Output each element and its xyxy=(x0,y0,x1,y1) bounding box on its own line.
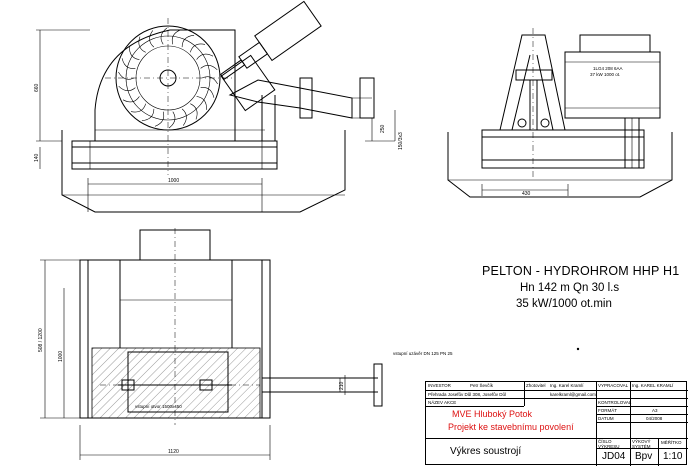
dim-430: 430 xyxy=(522,191,531,197)
heading-line-2: Hn 142 m Qn 30 l.s xyxy=(520,282,620,294)
runner-bucket xyxy=(181,35,195,48)
runner-bucket xyxy=(129,46,140,60)
runner-bucket xyxy=(122,96,140,103)
heading-line-3: 35 kW/1000 ot.min xyxy=(516,298,612,310)
date-label: DATUM xyxy=(598,416,614,421)
runner-bucket xyxy=(196,96,207,110)
side-view: 1LG4 208 6AA 37 kW 1000 ot. 430 xyxy=(447,28,673,198)
dim-150x3: 150/3x3 xyxy=(398,132,404,150)
investor-name: Petr Ševčík xyxy=(470,383,494,388)
runner-bucket xyxy=(200,65,218,71)
runner-bucket xyxy=(201,76,218,85)
runner-buckets xyxy=(118,27,218,129)
scale-value: 1:10 xyxy=(663,451,683,462)
runner-bucket xyxy=(190,103,198,120)
scale-label: MĚŘÍTKO xyxy=(661,440,682,445)
designer-name: Ing. Karel Kramlí xyxy=(550,383,584,388)
heading-line-1: PELTON - HYDROHROM HHP H1 xyxy=(482,264,680,278)
runner-bucket xyxy=(118,85,136,91)
runner-bucket xyxy=(154,111,165,127)
runner-bucket xyxy=(200,87,215,98)
runner-bucket xyxy=(171,29,182,45)
runner-bucket xyxy=(190,43,206,53)
system-label: VÝKOVÝ SYSTÉM xyxy=(632,439,651,449)
designer-email: karelkraml@gmail.com xyxy=(550,392,596,397)
checked-label: KONTROLOVAL xyxy=(598,400,632,405)
system-value: Bpv xyxy=(635,451,653,462)
runner-bucket xyxy=(168,111,176,129)
plan-view: vstupní uzávěr DN 125 PN 25 vstupní otvo… xyxy=(38,228,580,460)
format-value: A3 xyxy=(652,408,658,413)
task-label: NÁZEV AKCE xyxy=(428,400,457,405)
front-view: 660 140 1000 250 150/3x3 xyxy=(34,0,404,213)
dim-1000: 1000 xyxy=(168,178,179,184)
runner-bucket xyxy=(118,71,135,80)
format-label: FORMÁT xyxy=(598,408,617,413)
drawing-title: Výkres soustrojí xyxy=(450,446,522,457)
dim-140: 140 xyxy=(34,153,40,162)
motor-rating: 37 kW 1000 ot. xyxy=(590,72,620,77)
investor-label: INVESTOR xyxy=(428,383,451,388)
dim-660: 660 xyxy=(34,83,40,92)
drawing-heading: PELTON - HYDROHROM HHP H1 Hn 142 m Qn 30… xyxy=(482,263,682,312)
number-value: JD04 xyxy=(602,451,626,462)
runner-bucket xyxy=(160,27,168,45)
runner-bucket xyxy=(121,58,136,69)
designer-label: Zhotovitel xyxy=(526,383,546,388)
dim-210: 210 xyxy=(339,381,345,390)
dim-508-1200: 508 / 1200 xyxy=(38,328,44,352)
prepared-label: VYPRACOVAL xyxy=(598,383,629,388)
dim-1120: 1120 xyxy=(168,449,179,455)
project-subtitle: Projekt ke stavebnímu povolení xyxy=(448,422,574,432)
project-name: MVE Hluboký Potok xyxy=(452,409,533,419)
dim-1000-side: 1000 xyxy=(58,351,64,362)
runner-bucket xyxy=(138,36,146,53)
motor-model: 1LG4 208 6AA xyxy=(593,66,623,71)
dim-250: 250 xyxy=(380,124,386,133)
date-value: 04/2008 xyxy=(646,416,663,421)
prepared-name: Ing. KAREL KRAMLÍ xyxy=(632,383,674,388)
valve-note: vstupní uzávěr DN 125 PN 25 xyxy=(393,351,453,356)
title-block: INVESTOR Petr Ševčík Přehrada Josefův Dů… xyxy=(425,381,688,466)
runner-bucket xyxy=(181,108,187,126)
runner-bucket xyxy=(141,108,155,121)
investor-address: Přehrada Josefův Důl 308, Josefův Důl xyxy=(428,392,507,397)
runner-bucket xyxy=(130,103,146,113)
runner-bucket xyxy=(149,30,155,48)
runner-bucket xyxy=(196,53,214,60)
pit-note: vstupní otvor 1500x450 xyxy=(135,404,182,409)
number-label: ČÍSLO VÝKRESU xyxy=(598,439,620,449)
